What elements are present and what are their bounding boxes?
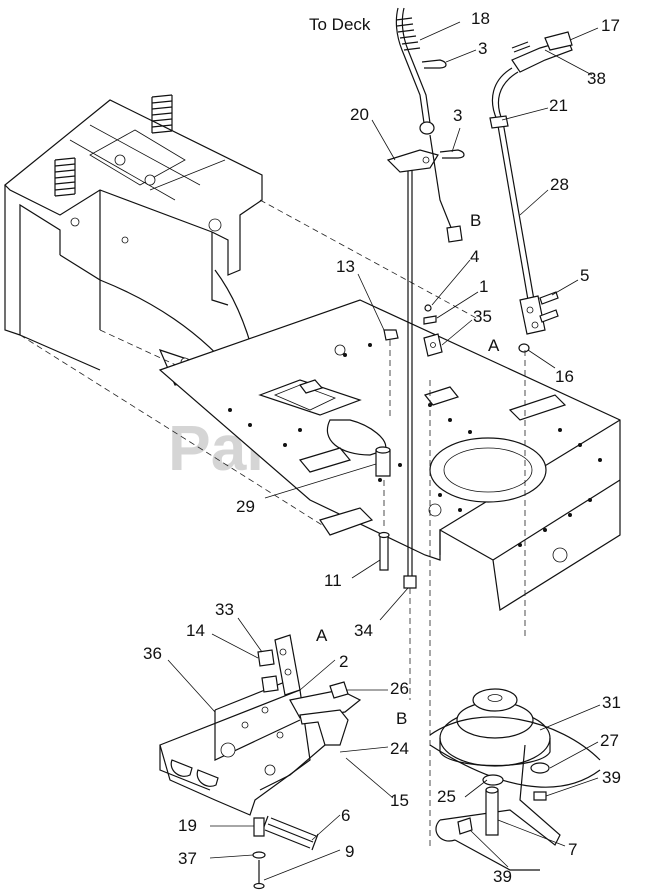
callout-11: 11 [324, 571, 342, 590]
lever-fasteners [518, 291, 559, 353]
callout-38: 38 [587, 69, 606, 88]
hair-pin-clip-upper [421, 59, 447, 69]
nut-26 [329, 681, 349, 699]
callout-25: 25 [437, 787, 456, 806]
hair-pin-clip-lower [439, 149, 465, 159]
callout-39-right: 39 [602, 768, 621, 787]
pulley-31 [429, 688, 601, 788]
callout-14: 14 [186, 621, 205, 640]
callout-19: 19 [178, 816, 197, 835]
callout-3-upper: 3 [478, 39, 487, 58]
upper-frame [4, 94, 481, 531]
callout-ref-a-upper: A [488, 336, 500, 355]
callout-17: 17 [601, 16, 620, 35]
callout-to-deck: To Deck [309, 15, 371, 34]
nut-13 [383, 329, 399, 420]
bolt-stack-19-37-9 [252, 817, 266, 890]
callout-27: 27 [600, 731, 619, 750]
callout-15: 15 [390, 791, 409, 810]
leader-lines [167, 21, 601, 881]
lift-lever [489, 31, 573, 335]
callout-26: 26 [390, 679, 409, 698]
callout-6: 6 [341, 806, 350, 825]
callout-1: 1 [479, 277, 488, 296]
spring-left [54, 157, 76, 197]
callout-39-bottom: 39 [493, 867, 512, 886]
callout-34: 34 [354, 621, 373, 640]
callout-36: 36 [143, 644, 162, 663]
pivot-arm [257, 634, 362, 791]
bracket-35 [423, 333, 443, 357]
callout-21: 21 [549, 96, 568, 115]
callout-20: 20 [350, 105, 369, 124]
callout-33: 33 [215, 600, 234, 619]
callout-ref-b-upper: B [470, 211, 481, 230]
callout-ref-b-lower: B [396, 709, 407, 728]
callout-28: 28 [550, 175, 569, 194]
bolt-11 [378, 480, 390, 571]
spacer-29 [375, 446, 391, 477]
control-rod [386, 149, 439, 589]
callout-24: 24 [390, 739, 409, 758]
bracket-assembly-36 [159, 679, 311, 816]
callout-4: 4 [470, 247, 479, 266]
callout-35: 35 [473, 307, 492, 326]
callout-5: 5 [580, 266, 589, 285]
spring-6 [261, 815, 319, 851]
bolt-4-and-1 [423, 304, 437, 325]
callout-2: 2 [339, 652, 348, 671]
callout-29: 29 [236, 497, 255, 516]
callout-9: 9 [345, 842, 354, 861]
callout-3-lower: 3 [453, 106, 462, 125]
deck-cable [395, 7, 463, 243]
callout-37: 37 [178, 849, 197, 868]
callout-13: 13 [336, 257, 355, 276]
callout-16: 16 [555, 367, 574, 386]
idler-arm-7 [435, 744, 561, 871]
callout-ref-a-lower: A [316, 626, 328, 645]
callout-31: 31 [602, 693, 621, 712]
spring-right [151, 94, 173, 134]
callout-7: 7 [568, 840, 577, 859]
callout-18: 18 [471, 9, 490, 28]
